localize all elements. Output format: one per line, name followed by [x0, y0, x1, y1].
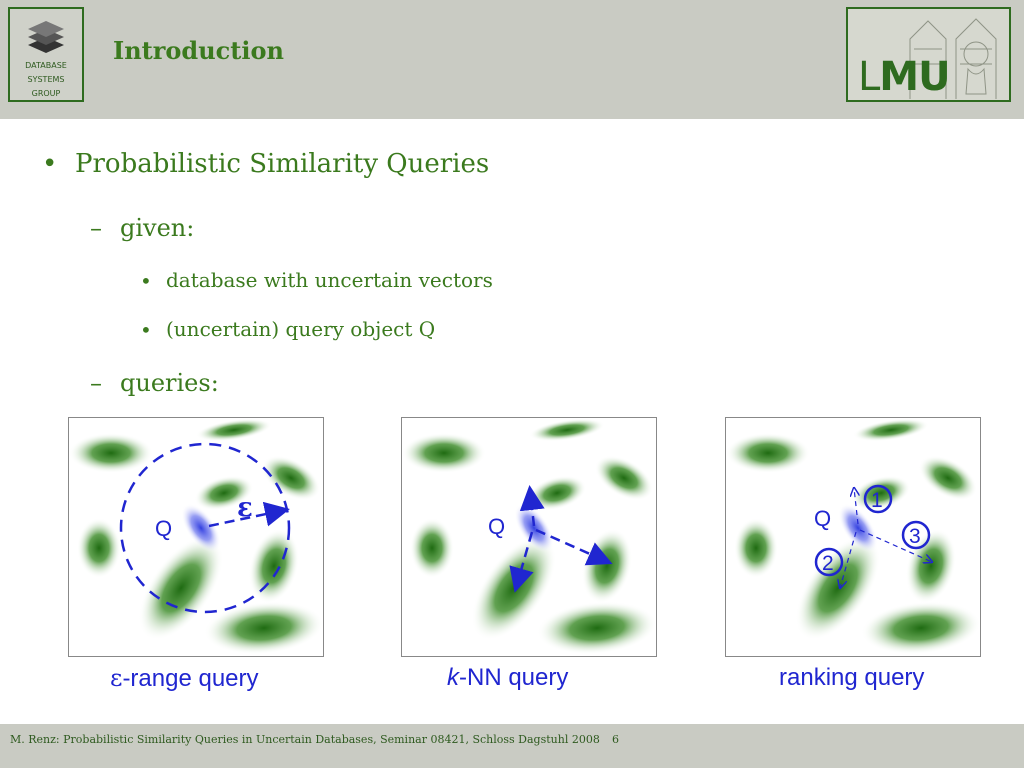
query-q-label: Q	[488, 514, 505, 539]
given-item-database: database with uncertain vectors	[166, 268, 493, 292]
logo-line-group: GROUP	[31, 89, 61, 98]
lmu-bold: MU	[879, 54, 950, 100]
bullet-probabilistic-queries: Probabilistic Similarity Queries	[75, 149, 490, 179]
bullet-dot-icon: •	[140, 318, 152, 342]
query-q-label: Q	[155, 516, 172, 541]
given-item-query-object: (uncertain) query object Q	[166, 317, 436, 341]
logo-line-systems: SYSTEMS	[27, 75, 65, 84]
dash-icon: –	[90, 214, 102, 242]
epsilon-label: ε	[237, 493, 253, 523]
rank-1-label: 1	[871, 489, 883, 512]
footer-bar: M. Renz: Probabilistic Similarity Querie…	[0, 724, 1024, 768]
lmu-wordmark: LMU	[858, 54, 951, 100]
lmu-logo: LMU	[846, 7, 1011, 102]
lmu-seal-icon	[909, 18, 997, 99]
range-query-figure: Q ε	[68, 417, 324, 657]
header-bar: DATABASE SYSTEMS GROUP Introduction LMU	[0, 0, 1024, 119]
database-stack-icon	[28, 21, 64, 53]
lmu-light: L	[858, 54, 880, 100]
knn-query-caption: k-NN query	[447, 664, 568, 692]
range-query-caption: ε-range query	[110, 664, 259, 693]
ranking-query-figure: Q 1 2 3	[725, 417, 981, 657]
caption-epsilon: ε	[110, 664, 123, 692]
caption-range-text: -range query	[122, 665, 259, 692]
caption-k: k	[447, 664, 459, 691]
queries-label: queries:	[120, 369, 219, 397]
ranking-query-diagram: Q 1 2 3	[726, 418, 980, 655]
ranking-query-caption: ranking query	[779, 664, 925, 691]
range-query-diagram: Q ε	[69, 418, 323, 655]
rank-2-circle	[814, 547, 844, 577]
caption-knn-text: -NN query	[459, 664, 569, 691]
rank-3-circle	[901, 520, 931, 550]
query-q-label: Q	[814, 506, 831, 531]
page-title: Introduction	[113, 36, 284, 65]
logo-line-database: DATABASE	[25, 61, 67, 70]
bullet-dot-icon: •	[42, 149, 58, 179]
given-label: given:	[120, 214, 195, 242]
knn-query-figure: Q	[401, 417, 657, 657]
rank-3-label: 3	[909, 525, 921, 548]
page-number: 6	[612, 733, 619, 746]
rank-1-circle	[863, 484, 893, 514]
database-systems-group-logo: DATABASE SYSTEMS GROUP	[8, 7, 84, 102]
footer-citation: M. Renz: Probabilistic Similarity Querie…	[10, 733, 600, 746]
rank-2-label: 2	[822, 552, 834, 575]
knn-query-diagram: Q	[402, 418, 656, 655]
dash-icon: –	[90, 369, 102, 397]
bullet-dot-icon: •	[140, 269, 152, 293]
